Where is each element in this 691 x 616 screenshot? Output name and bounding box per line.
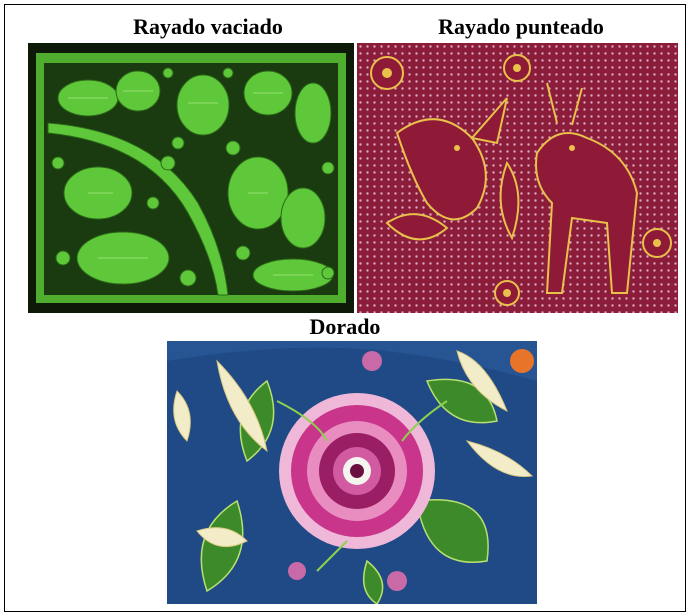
- caption-rayado-punteado: Rayado punteado: [438, 14, 604, 39]
- blue-lacquer-artwork: [167, 341, 537, 604]
- image-rayado-vaciado: [28, 43, 354, 313]
- caption-dorado: Dorado: [309, 314, 381, 339]
- image-dorado: [167, 341, 537, 604]
- image-rayado-punteado: [357, 43, 678, 313]
- pink-flower-icon: [279, 393, 435, 549]
- figure-frame: Rayado vaciado Rayado punteado Dorado: [4, 4, 686, 612]
- caption-rayado-vaciado: Rayado vaciado: [133, 14, 283, 39]
- red-lacquer-artwork: [357, 43, 678, 313]
- green-lacquer-artwork: [28, 43, 354, 313]
